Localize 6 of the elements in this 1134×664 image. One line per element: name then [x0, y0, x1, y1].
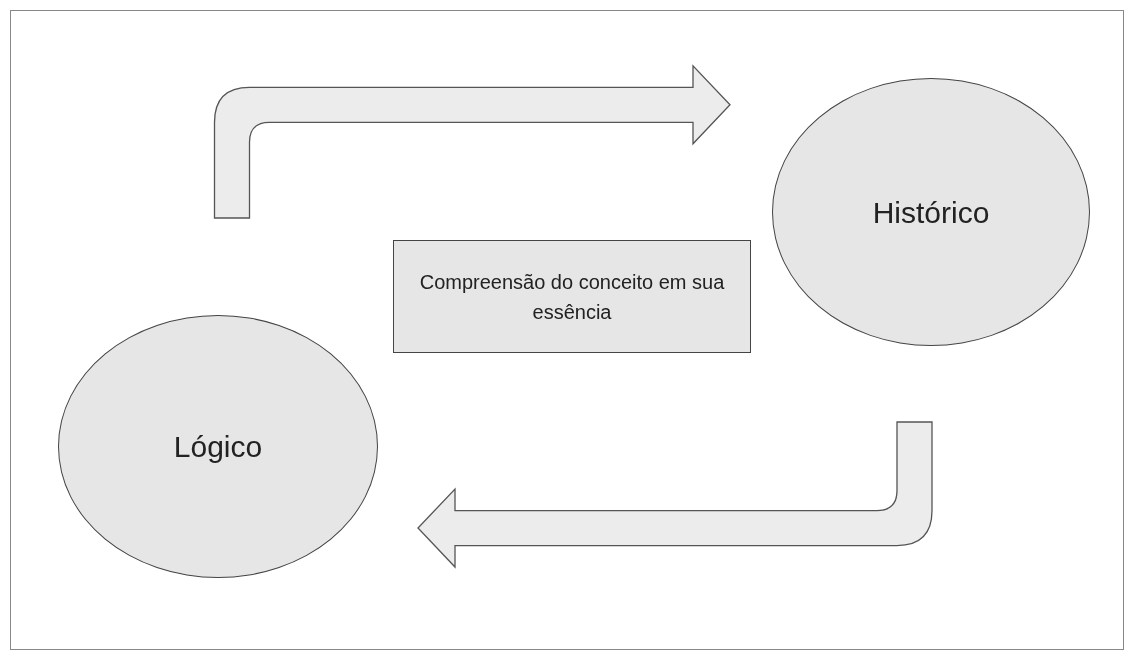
- process-box: [393, 240, 751, 353]
- node-label: Lógico: [173, 429, 263, 465]
- block-arrow: [417, 421, 933, 568]
- node-label: Histórico: [872, 194, 990, 231]
- block-arrow: [213, 65, 731, 219]
- node-label: Compreensão do conceito em sua essência: [418, 269, 726, 325]
